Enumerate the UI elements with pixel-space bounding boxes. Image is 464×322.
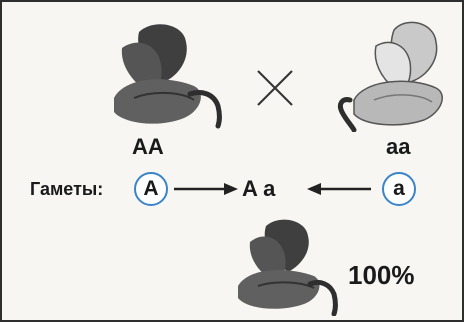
offspring-percent: 100% xyxy=(348,260,415,290)
right-parent-genotype: aa xyxy=(386,134,411,159)
dark-pea-flower-icon xyxy=(114,24,222,129)
right-gamete-letter: a xyxy=(393,177,405,200)
cross-symbol-icon xyxy=(257,70,293,106)
right-arrow-icon xyxy=(174,183,238,195)
left-gamete-letter: A xyxy=(143,177,159,200)
left-parent-genotype: AA xyxy=(132,134,164,159)
left-arrow-icon xyxy=(307,183,371,195)
offspring-genotype: A a xyxy=(242,176,276,201)
offspring-pea-flower-icon xyxy=(238,219,338,316)
light-pea-flower-icon xyxy=(337,21,443,132)
right-gamete-circle: a xyxy=(382,172,416,206)
gametes-label: Гаметы: xyxy=(30,179,104,199)
left-gamete-circle: A xyxy=(134,172,168,206)
